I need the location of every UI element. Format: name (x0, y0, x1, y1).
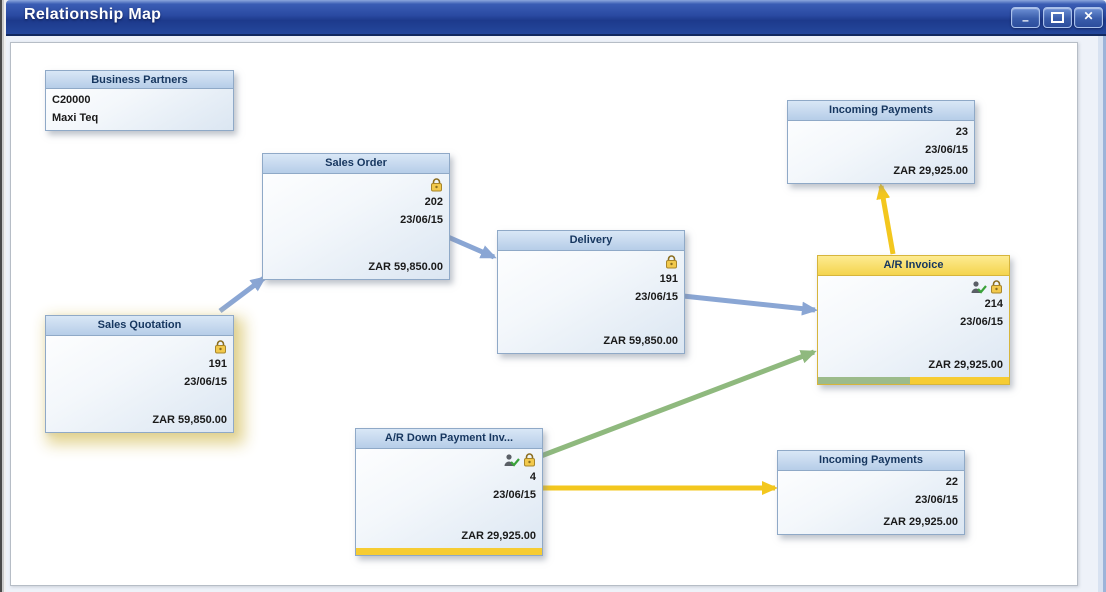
node-ar-down-payment-invoice[interactable]: A/R Down Payment Inv... 4 23/06/15 ZAR 2… (355, 428, 543, 556)
business-partner-code: C20000 (52, 94, 91, 106)
doc-date: 23/06/15 (925, 144, 968, 156)
lock-icon (524, 453, 535, 467)
node-title: Sales Order (263, 154, 449, 174)
doc-date: 23/06/15 (184, 376, 227, 388)
doc-date: 23/06/15 (915, 494, 958, 506)
maximize-icon (1051, 12, 1064, 23)
doc-total: ZAR 59,850.00 (368, 261, 443, 273)
node-title: Sales Quotation (46, 316, 233, 336)
node-title: Business Partners (46, 71, 233, 89)
doc-number: 191 (659, 273, 678, 285)
doc-number: 214 (984, 298, 1003, 310)
doc-number: 22 (945, 476, 958, 488)
payment-status-bar (818, 377, 1009, 384)
doc-number: 191 (208, 358, 227, 370)
lock-icon (215, 340, 226, 354)
doc-total: ZAR 59,850.00 (603, 335, 678, 347)
status-segment-yellow (356, 548, 542, 555)
node-title: A/R Down Payment Inv... (356, 429, 542, 449)
business-partner-name: Maxi Teq (52, 112, 99, 124)
approved-check-icon (971, 281, 987, 294)
approved-check-icon (504, 454, 520, 467)
doc-date: 23/06/15 (493, 489, 536, 501)
title-bar[interactable]: Relationship Map – ✕ (6, 0, 1106, 36)
lock-icon (666, 255, 677, 269)
doc-number: 23 (955, 126, 968, 138)
node-sales-order[interactable]: Sales Order 202 23/06/15 ZAR 59,850.00 (262, 153, 450, 280)
node-ar-invoice[interactable]: A/R Invoice 214 23/06/15 ZAR 29,925.00 (817, 255, 1010, 385)
close-icon: ✕ (1083, 9, 1094, 23)
doc-date: 23/06/15 (400, 214, 443, 226)
node-title: Incoming Payments (788, 101, 974, 121)
node-incoming-payments-22[interactable]: Incoming Payments 22 23/06/15 ZAR 29,925… (777, 450, 965, 535)
doc-total: ZAR 29,925.00 (928, 359, 1003, 371)
window-title: Relationship Map (24, 6, 162, 23)
close-button[interactable]: ✕ (1074, 7, 1103, 28)
doc-total: ZAR 29,925.00 (893, 165, 968, 177)
node-delivery[interactable]: Delivery 191 23/06/15 ZAR 59,850.00 (497, 230, 685, 354)
doc-total: ZAR 29,925.00 (461, 530, 536, 542)
doc-number: 202 (424, 196, 443, 208)
minimize-button[interactable]: – (1011, 7, 1040, 28)
node-title: Incoming Payments (778, 451, 964, 471)
status-segment-yellow (909, 377, 1009, 384)
node-business-partners[interactable]: Business Partners C20000 Maxi Teq (45, 70, 234, 131)
node-sales-quotation[interactable]: Sales Quotation 191 23/06/15 ZAR 59,850.… (45, 315, 234, 433)
status-segment-green (818, 377, 910, 384)
doc-date: 23/06/15 (635, 291, 678, 303)
lock-icon (991, 280, 1002, 294)
doc-total: ZAR 29,925.00 (883, 516, 958, 528)
background-window-edge (0, 0, 6, 592)
doc-date: 23/06/15 (960, 316, 1003, 328)
doc-number: 4 (529, 471, 536, 483)
lock-icon (431, 178, 442, 192)
minimize-icon: – (1022, 13, 1029, 27)
payment-status-bar (356, 548, 542, 555)
doc-total: ZAR 59,850.00 (152, 414, 227, 426)
window-right-border (1098, 34, 1106, 592)
maximize-button[interactable] (1043, 7, 1072, 28)
node-incoming-payments-23[interactable]: Incoming Payments 23 23/06/15 ZAR 29,925… (787, 100, 975, 184)
node-title: A/R Invoice (818, 256, 1009, 276)
node-title: Delivery (498, 231, 684, 251)
